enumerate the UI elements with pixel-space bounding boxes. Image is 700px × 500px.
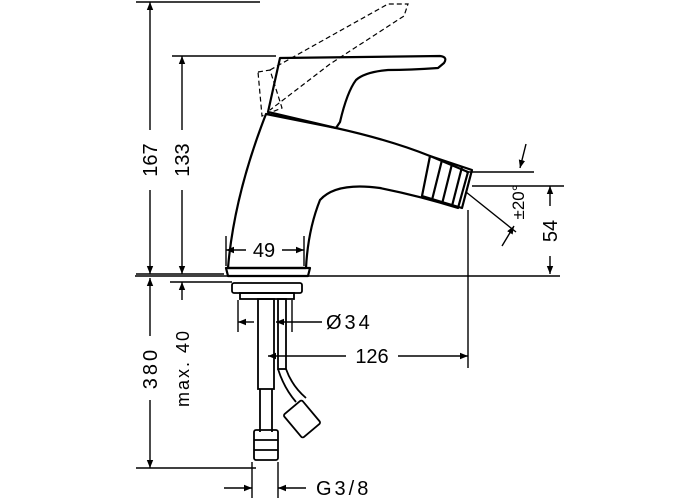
dim-projection	[268, 210, 469, 368]
hose-fitting-left	[253, 429, 279, 461]
hose-fitting-right	[283, 399, 321, 439]
label-hole-diameter: Ø34	[326, 312, 373, 334]
lever-raised-ghost	[257, 3, 409, 117]
label-spout-height: 133	[172, 143, 194, 176]
label-hose-length: 380	[140, 347, 162, 389]
label-deck-thickness: max. 40	[173, 329, 193, 407]
faucet-body	[224, 54, 474, 278]
dim-thread	[224, 462, 306, 498]
hose-stem	[277, 298, 287, 370]
hose-left	[259, 389, 273, 432]
mounting-rod	[257, 298, 275, 390]
label-total-height: 167	[140, 143, 162, 176]
dim-hole-diameter	[237, 300, 322, 332]
lever-handle	[266, 54, 447, 130]
base-plate	[224, 266, 312, 278]
label-base-width: 49	[253, 240, 275, 262]
jet-nozzle	[420, 154, 474, 210]
mounting-washer	[231, 282, 303, 294]
label-jet-angle: ±20°	[509, 184, 528, 219]
body-shell	[226, 112, 470, 270]
label-thread: G3/8	[316, 478, 371, 500]
dim-jet-angle	[465, 143, 534, 247]
label-jet-height: 54	[540, 220, 562, 242]
label-projection: 126	[355, 346, 388, 368]
dim-deck-thickness	[170, 281, 232, 300]
mounting-assembly	[231, 282, 321, 461]
hose-right	[277, 368, 307, 403]
